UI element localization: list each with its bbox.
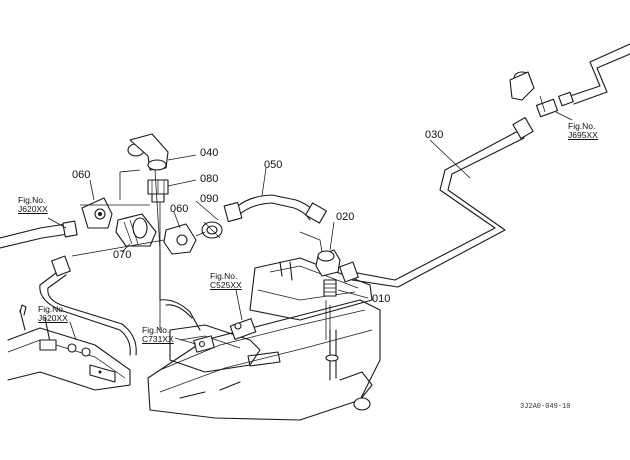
elbow-040 <box>127 133 169 171</box>
ref-j695[interactable]: Fig.No. J695XX <box>568 122 598 140</box>
part-label-060-left: 060 <box>72 169 91 181</box>
part-label-020: 020 <box>336 211 355 223</box>
part-label-090: 090 <box>200 193 219 205</box>
ref-j620-top-line2: J620XX <box>18 204 48 214</box>
part-label-030: 030 <box>425 129 444 141</box>
hose-j620 <box>0 220 78 249</box>
part-label-070: 070 <box>113 249 132 261</box>
pipe-upper-right <box>509 43 630 118</box>
ref-j695-line1: Fig.No. <box>568 121 596 131</box>
fitting-070 <box>115 213 157 247</box>
ref-c731[interactable]: Fig.No. C731XX <box>142 326 174 344</box>
ref-c525-line1: Fig.No. <box>210 271 238 281</box>
part-label-060-center: 060 <box>170 203 189 215</box>
part-label-050: 050 <box>264 159 283 171</box>
ref-j620-bottom[interactable]: Fig.No. J620XX <box>38 305 68 323</box>
ref-j620-bottom-line1: Fig.No. <box>38 304 66 314</box>
fitting-090 <box>201 221 223 239</box>
ref-j620-bottom-line2: J620XX <box>38 313 68 323</box>
drawing-code: 3J2A0-049-10 <box>520 403 571 411</box>
pipe-lower-left <box>39 255 137 356</box>
connector-lines <box>71 169 331 350</box>
part-label-080: 080 <box>200 173 219 185</box>
part-label-040: 040 <box>200 147 219 159</box>
ref-c525-line2: C525XX <box>210 280 242 290</box>
label-leaders <box>47 111 573 345</box>
tee-060-left <box>81 197 113 229</box>
tee-020 <box>315 249 341 297</box>
left-frame-bracket <box>7 304 131 391</box>
tractor-frame <box>147 249 381 421</box>
ref-j620-top[interactable]: Fig.No. J620XX <box>18 196 48 214</box>
part-label-010: 010 <box>372 293 391 305</box>
ref-c731-line1: Fig.No. <box>142 325 170 335</box>
ref-j620-top-line1: Fig.No. <box>18 195 46 205</box>
ref-c731-line2: C731XX <box>142 334 174 344</box>
fitting-080 <box>147 179 169 203</box>
ref-c525[interactable]: Fig.No. C525XX <box>210 272 242 290</box>
tee-060-center <box>163 223 197 255</box>
ref-j695-line2: J695XX <box>568 130 598 140</box>
pipe-030 <box>339 117 534 288</box>
pipe-050 <box>223 194 327 224</box>
